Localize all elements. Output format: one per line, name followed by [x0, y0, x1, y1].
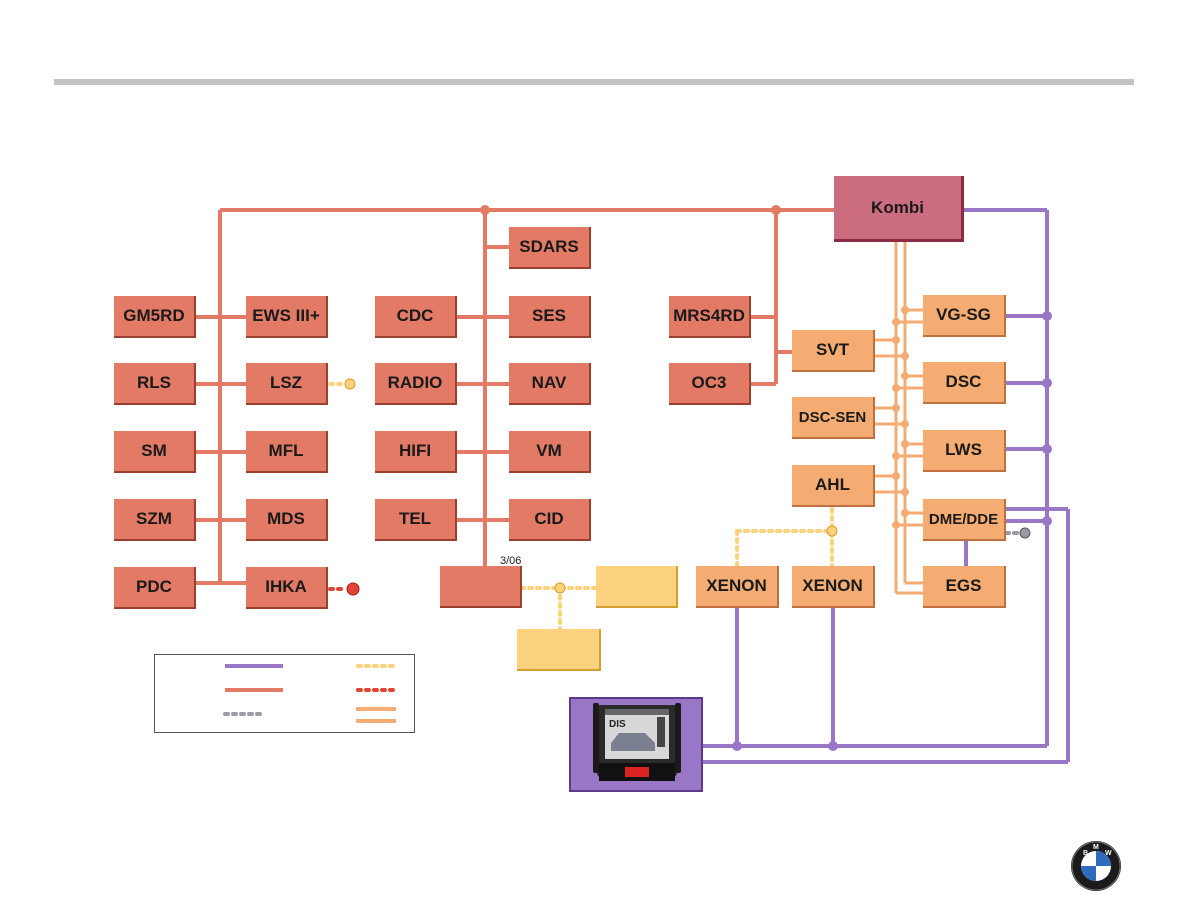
module-kombi: Kombi — [834, 176, 964, 242]
module-dme-dde: DME/DDE — [923, 499, 1006, 541]
pt-can-bus — [703, 208, 1070, 764]
module-label: LWS — [945, 440, 982, 459]
diagnostic-tester-icon: DIS — [593, 703, 681, 781]
module-vg-sg: VG-SG — [923, 295, 1006, 337]
k-can-bus — [196, 208, 835, 585]
logo-letter-m: M — [1093, 844, 1099, 851]
module-label: PDC — [136, 577, 172, 596]
legend — [154, 654, 415, 733]
module-label: SDARS — [519, 237, 579, 256]
module-label: DSC-SEN — [798, 408, 867, 426]
module-label: SVT — [815, 340, 850, 359]
module-mrs4rd: MRS4RD — [669, 296, 751, 338]
module-egs: EGS — [923, 566, 1006, 608]
module-lsz: LSZ — [246, 363, 328, 405]
diagnostic-tester: DIS — [569, 697, 703, 792]
module-label: VM — [536, 441, 562, 460]
gateway-module — [440, 566, 522, 608]
module-label: CID — [534, 509, 564, 528]
module-label: NAV — [531, 373, 567, 392]
module-label: TEL — [398, 509, 432, 528]
module-label: CDC — [396, 306, 434, 325]
module-label: EWS III+ — [252, 306, 320, 325]
module-hifi: HIFI — [375, 431, 457, 473]
module-label: GM5RD — [123, 306, 185, 325]
header-rule — [54, 79, 1134, 85]
module-cid: CID — [509, 499, 591, 541]
module-label: MDS — [267, 509, 305, 528]
legend-swatches — [223, 664, 398, 723]
f-can-bus — [875, 242, 924, 595]
version-label: 3/06 — [500, 555, 522, 567]
module-label: RADIO — [387, 373, 443, 392]
module-gm5rd: GM5RD — [114, 296, 196, 338]
module-label: MFL — [268, 441, 304, 460]
module-pdc: PDC — [114, 567, 196, 609]
module-svt: SVT — [792, 330, 875, 372]
lin-module-bottom — [517, 629, 601, 671]
module-label: MRS4RD — [673, 306, 745, 325]
logo-letter-b: B — [1083, 850, 1088, 857]
module-cdc: CDC — [375, 296, 457, 338]
module-label: XENON — [802, 576, 863, 595]
module-label: RLS — [137, 373, 171, 392]
module-dsc: DSC — [923, 362, 1006, 404]
module-label: DME/DDE — [928, 510, 999, 528]
module-rls: RLS — [114, 363, 196, 405]
module-szm: SZM — [114, 499, 196, 541]
module-label: VG-SG — [936, 305, 991, 324]
module-oc3: OC3 — [669, 363, 751, 405]
lin-bus — [328, 382, 834, 632]
tester-screen-text: DIS — [609, 719, 626, 730]
module-label: LSZ — [269, 373, 303, 392]
module-sdars: SDARS — [509, 227, 591, 269]
module-label: Kombi — [871, 197, 924, 217]
bmw-roundel-icon: B M W — [1071, 841, 1121, 891]
module-tel: TEL — [375, 499, 457, 541]
module-sm: SM — [114, 431, 196, 473]
module-label: IHKA — [265, 577, 307, 596]
module-dsc-sen: DSC-SEN — [792, 397, 875, 439]
module-mfl: MFL — [246, 431, 328, 473]
module-label: AHL — [815, 475, 850, 494]
module-label: XENON — [706, 576, 767, 595]
module-label: OC3 — [691, 373, 727, 392]
module-nav: NAV — [509, 363, 591, 405]
module-xenon-right: XENON — [792, 566, 875, 608]
module-mds: MDS — [246, 499, 328, 541]
logo-letter-w: W — [1105, 850, 1112, 857]
module-ahl: AHL — [792, 465, 875, 507]
module-ihka: IHKA — [246, 567, 328, 609]
module-ews: EWS III+ — [246, 296, 328, 338]
module-label: EGS — [945, 576, 982, 595]
module-ses: SES — [509, 296, 591, 338]
module-label: SZM — [136, 509, 172, 528]
module-xenon-left: XENON — [696, 566, 779, 608]
module-vm: VM — [509, 431, 591, 473]
module-label: HIFI — [398, 441, 432, 460]
module-radio: RADIO — [375, 363, 457, 405]
module-lws: LWS — [923, 430, 1006, 472]
module-label: DSC — [945, 372, 982, 391]
module-label: SES — [531, 306, 567, 325]
module-label: SM — [141, 441, 167, 460]
lin-module-right — [596, 566, 678, 608]
